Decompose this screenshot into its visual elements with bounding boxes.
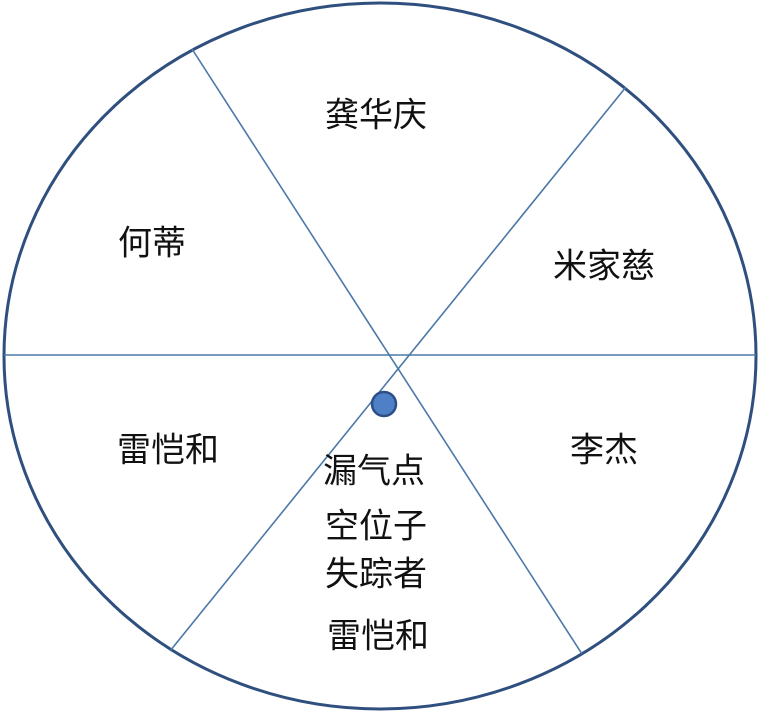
segment-bottom-label-1: 漏气点	[323, 452, 425, 492]
segment-lower-left-label: 雷恺和	[117, 431, 219, 471]
segment-top-label: 龚华庆	[325, 96, 427, 136]
divider-top-right-to-bottom-left	[169, 86, 627, 652]
position-marker	[370, 390, 398, 418]
segment-upper-right-label: 米家慈	[553, 247, 655, 287]
segment-bottom-label-3: 失踪者	[325, 555, 427, 595]
segment-lower-right-label: 李杰	[570, 431, 638, 471]
segment-upper-left-label: 何蒂	[118, 224, 186, 264]
divider-top-left-to-bottom-right	[191, 48, 583, 655]
segment-bottom-label-2: 空位子	[325, 507, 427, 547]
segment-bottom-label-4: 雷恺和	[327, 617, 429, 657]
